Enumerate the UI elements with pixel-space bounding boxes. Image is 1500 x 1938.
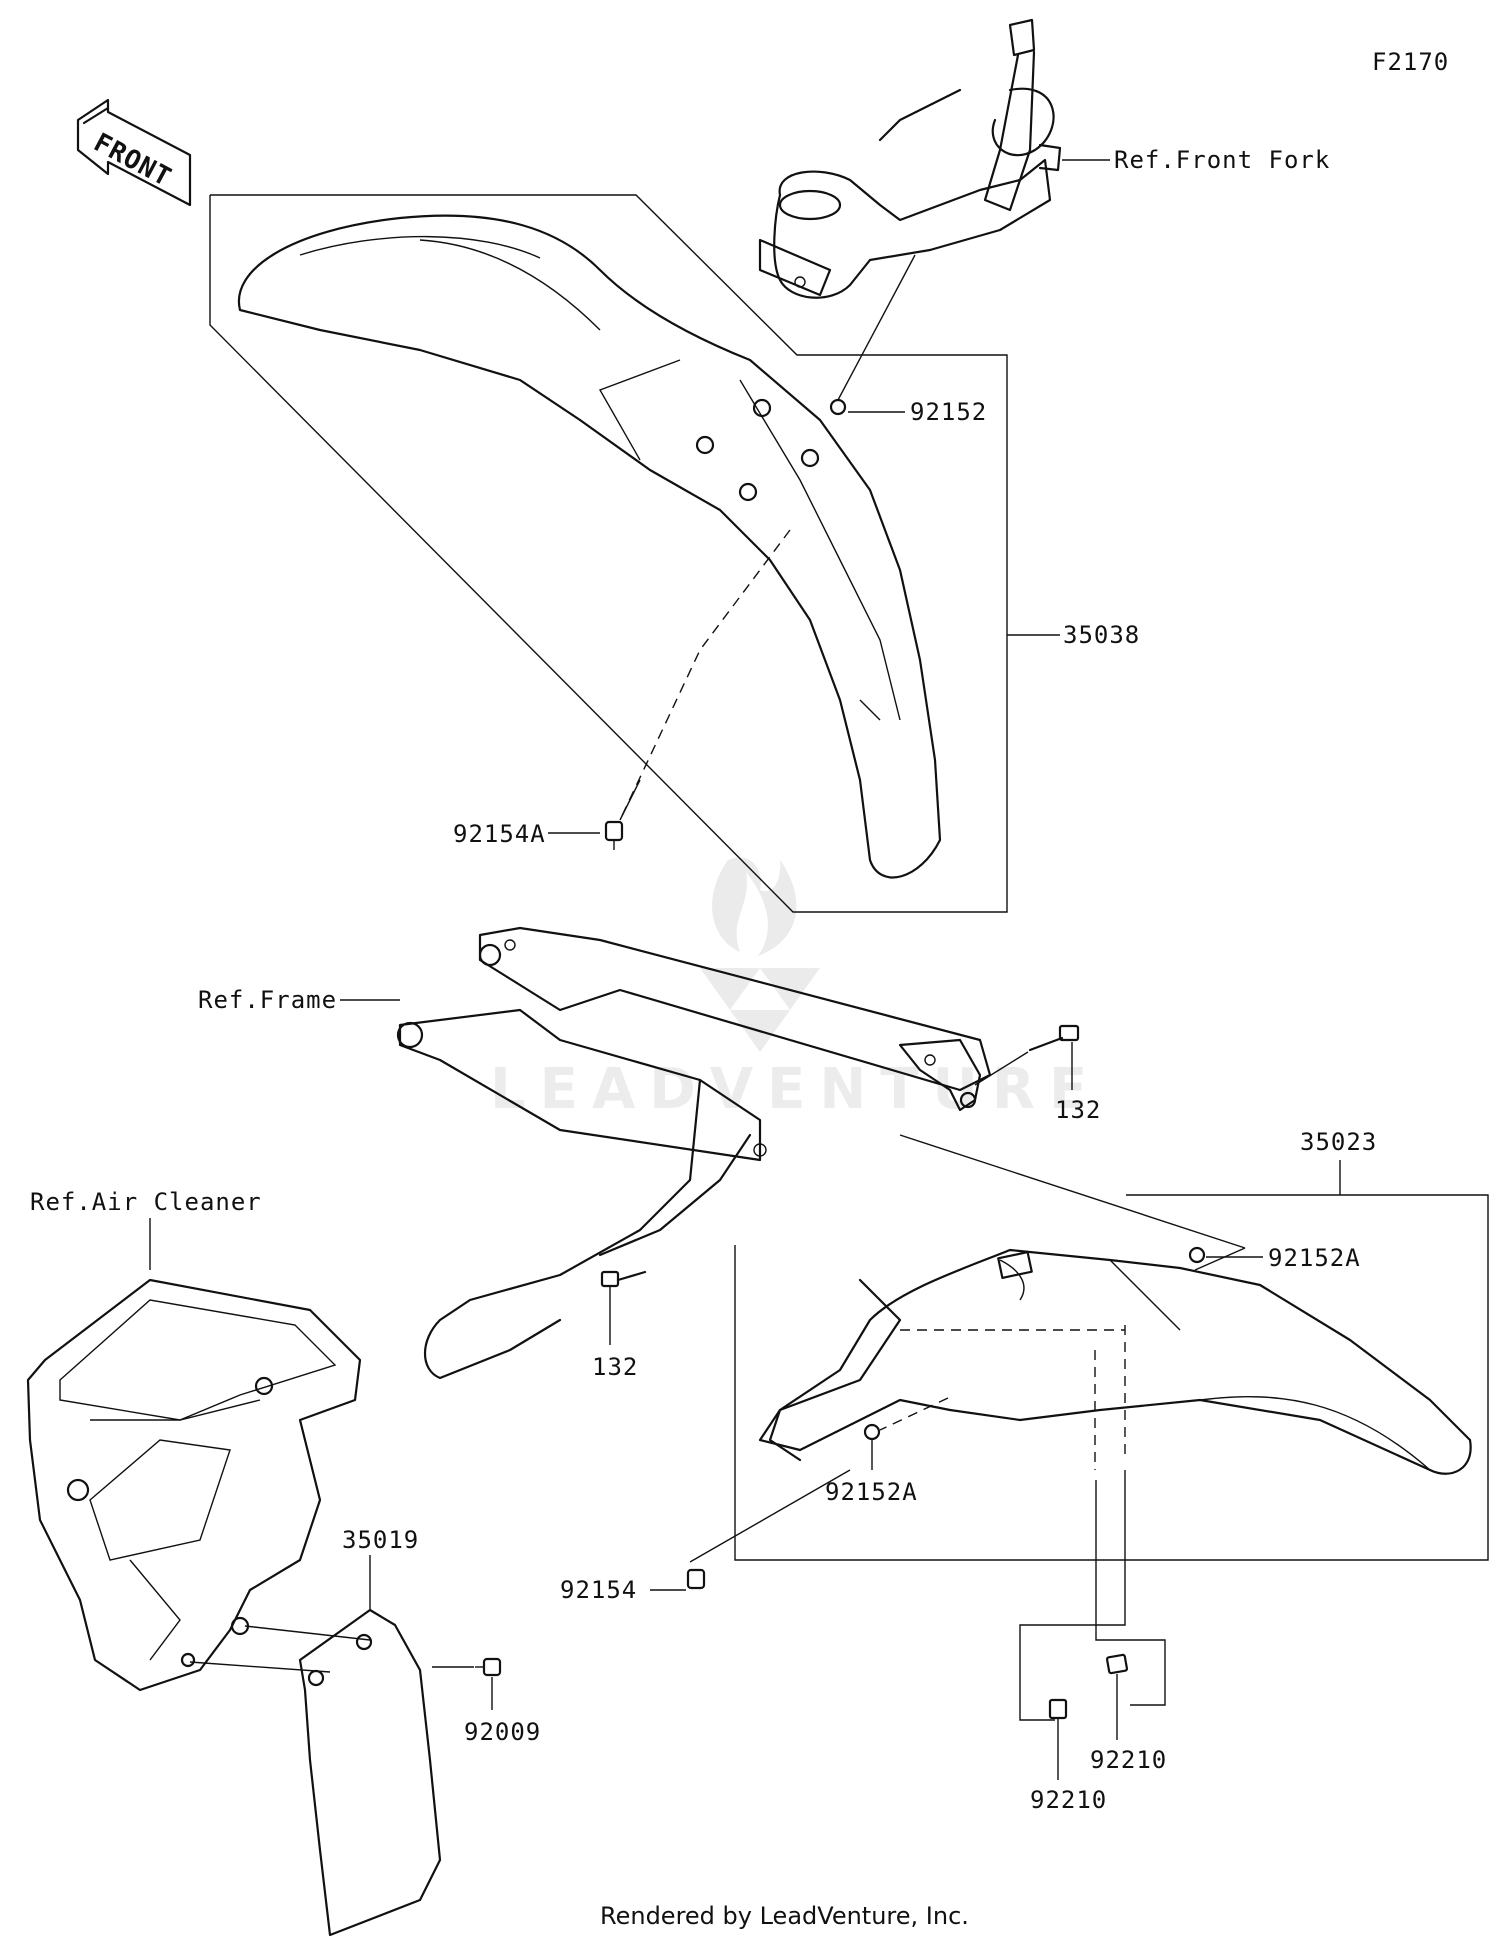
screw-92009 [475,1657,502,1677]
bolt-132-right [1028,1024,1080,1052]
part-35019-label: 35019 [342,1526,419,1554]
part-92152a-label-top: 92152A [1268,1244,1361,1272]
clip-92210-right [1105,1653,1129,1675]
front-fender [237,214,942,879]
ref-frame-label: Ref.Frame [198,986,337,1014]
front-arrow-icon: FRONT [76,98,192,207]
nut-92152 [829,398,847,416]
watermark-text: LEADVENTURE [490,1057,1101,1122]
nut-92152a-bottom [863,1423,881,1441]
ref-air-cleaner-label: Ref.Air Cleaner [30,1188,262,1216]
screw-92154a [604,820,624,850]
svg-text:FRONT: FRONT [89,128,177,194]
part-35038-label: 35038 [1063,621,1140,649]
part-92154-label: 92154 [560,1576,637,1604]
frame-subframe [396,926,992,1380]
part-132-label-b: 132 [592,1353,638,1381]
nut-92152a-top [1188,1246,1206,1264]
mud-flap [298,1608,442,1937]
part-92210-label-b: 92210 [1030,1786,1107,1814]
part-132-label-a: 132 [1055,1096,1101,1124]
rear-fender [758,1248,1472,1475]
watermark-logo [700,857,820,1052]
air-cleaner-box [26,1278,362,1692]
ref-front-fork-label: Ref.Front Fork [1114,146,1330,174]
part-92152-label: 92152 [910,398,987,426]
part-92210-label-a: 92210 [1090,1746,1167,1774]
figure-code: F2170 [1372,48,1449,76]
footer-credit: Rendered by LeadVenture, Inc. [600,1902,969,1930]
part-92154a-label: 92154A [453,820,546,848]
screw-92154 [686,1568,706,1590]
front-fork-clamp [758,18,1062,299]
part-92152a-label-bottom: 92152A [825,1478,918,1506]
bolt-132-left [600,1270,647,1288]
clip-92210-left [1048,1698,1068,1720]
part-92009-label: 92009 [464,1718,541,1746]
part-35023-label: 35023 [1300,1128,1377,1156]
